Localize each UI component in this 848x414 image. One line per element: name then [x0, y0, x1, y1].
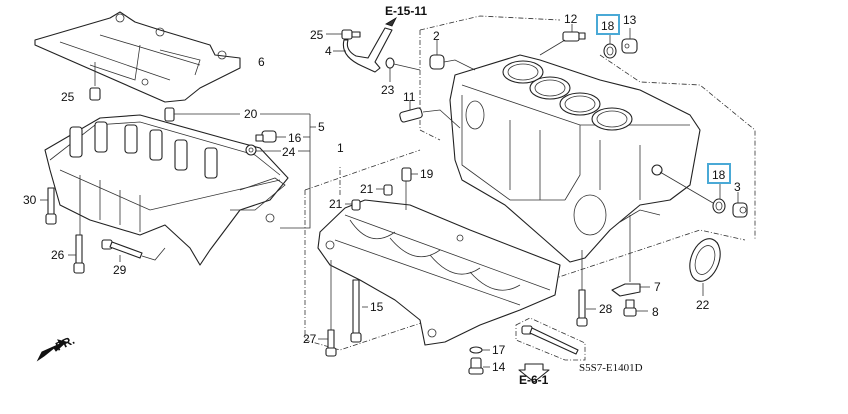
callout-23[interactable]: 23	[381, 83, 395, 97]
highlight-box-18-lower[interactable]	[707, 163, 731, 184]
callout-7[interactable]: 7	[654, 280, 661, 294]
bolt-16	[255, 130, 310, 143]
washer-24	[245, 144, 310, 156]
group-boundary-block	[304, 15, 756, 351]
callout-24[interactable]: 24	[282, 145, 296, 159]
pipe-4	[333, 27, 393, 73]
bolt-ref-e-6-1	[515, 317, 586, 383]
sensor-11	[399, 100, 461, 129]
callout-26[interactable]: 26	[51, 248, 65, 262]
callout-16[interactable]: 16	[288, 131, 302, 145]
callout-28[interactable]: 28	[599, 302, 613, 316]
callout-18-lower[interactable]: 18	[712, 168, 726, 182]
bolt-28	[576, 250, 596, 327]
callout-8[interactable]: 8	[652, 305, 659, 319]
callout-21-lower[interactable]: 21	[329, 197, 343, 211]
callout-29[interactable]: 29	[113, 263, 127, 277]
oil-seal-22	[689, 238, 721, 296]
callout-20[interactable]: 20	[244, 107, 258, 121]
plug-13	[621, 28, 638, 54]
callout-11[interactable]: 11	[403, 90, 416, 104]
bolt-15	[350, 279, 368, 343]
plug-2	[429, 40, 476, 71]
bolt-8	[623, 299, 648, 317]
front-direction-label: FR.	[53, 333, 76, 354]
callout-6[interactable]: 6	[258, 55, 265, 69]
cylinder-block	[449, 54, 701, 263]
callout-30[interactable]: 30	[23, 193, 37, 207]
callout-2[interactable]: 2	[433, 29, 440, 43]
callout-25-left[interactable]: 25	[61, 90, 75, 104]
callout-22[interactable]: 22	[696, 298, 710, 312]
clip-7	[611, 215, 650, 297]
callout-1[interactable]: 1	[337, 141, 344, 155]
front-direction-arrow-icon	[36, 339, 68, 362]
callout-21-upper[interactable]: 21	[360, 182, 374, 196]
dowel-pin-21b	[351, 199, 361, 211]
callout-25-top[interactable]: 25	[310, 28, 324, 42]
callout-4[interactable]: 4	[325, 44, 332, 58]
callout-14[interactable]: 14	[492, 360, 506, 374]
ref-arrow-e-15-11-icon	[385, 16, 397, 27]
callout-19[interactable]: 19	[420, 167, 434, 181]
dowel-pin-20	[164, 107, 175, 122]
lower-block-bedplate	[317, 199, 561, 346]
washer-18-lower	[659, 171, 726, 214]
highlight-box-18-upper[interactable]	[596, 14, 620, 35]
o-ring-23	[385, 57, 421, 82]
baffle-plate	[34, 11, 241, 103]
dowel-pin-21a	[383, 184, 393, 196]
bolt-26	[68, 180, 85, 274]
washer-17	[469, 346, 490, 354]
callout-5[interactable]: 5	[318, 120, 325, 134]
switch-12	[539, 24, 586, 56]
bolt-25-top	[326, 29, 361, 40]
washer-18-upper	[603, 35, 617, 59]
reference-e-6-1[interactable]: E-6-1	[519, 373, 549, 387]
callout-17[interactable]: 17	[492, 343, 506, 357]
plug-3	[732, 192, 748, 218]
callout-18-upper[interactable]: 18	[601, 19, 615, 33]
callout-15[interactable]: 15	[370, 300, 384, 314]
callout-13[interactable]: 13	[623, 13, 637, 27]
dowel-pin-19	[401, 167, 412, 182]
callout-3[interactable]: 3	[734, 180, 741, 194]
bolt-30	[40, 187, 57, 225]
ref-arrow-icon	[518, 363, 550, 383]
reference-e-15-11[interactable]: E-15-11	[385, 4, 427, 18]
bolt-25-left	[89, 62, 101, 101]
drain-bolt-14	[468, 357, 490, 375]
figure-code: S5S7-E1401D	[579, 362, 643, 374]
bolt-27	[318, 260, 337, 357]
callout-27[interactable]: 27	[303, 332, 317, 346]
callout-12[interactable]: 12	[564, 12, 578, 26]
bolt-29	[101, 239, 166, 262]
